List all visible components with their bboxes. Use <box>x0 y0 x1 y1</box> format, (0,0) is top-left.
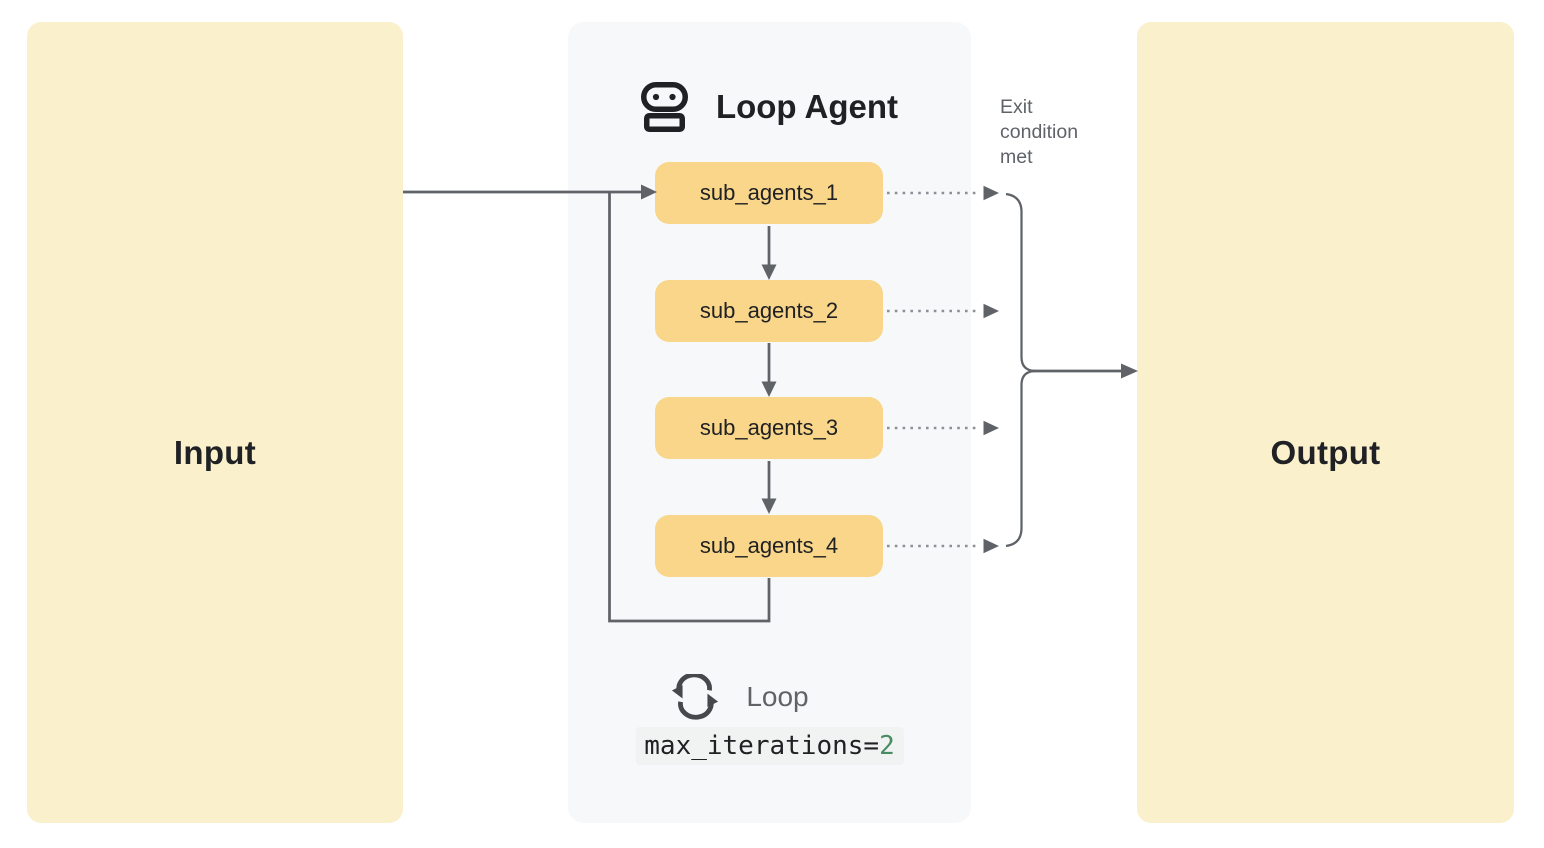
sub-agent-label-3: sub_agents_3 <box>699 415 839 440</box>
sub-agent-label-4: sub_agents_4 <box>699 533 839 558</box>
sub-agent-label-1: sub_agents_1 <box>699 180 839 205</box>
exit-arrowhead-4 <box>983 538 999 554</box>
sub-agent-box-4: sub_agents_4 <box>655 515 883 577</box>
loop-agent-title: Loop Agent <box>715 88 899 125</box>
output-box: Output <box>1137 22 1514 823</box>
code-prefix: max_iterations= <box>644 731 880 761</box>
sub-agent-label-2: sub_agents_2 <box>699 298 839 323</box>
robot-icon <box>640 82 688 132</box>
loop-indicator: Loop <box>568 674 971 720</box>
loop-agent-panel: Loop Agent sub_agents_1 sub_agents_2 sub… <box>568 22 971 823</box>
exit-arrowhead-2 <box>983 303 999 319</box>
output-arrowhead <box>1121 363 1138 379</box>
loop-agent-header: Loop Agent <box>568 82 971 132</box>
loop-label: Loop <box>746 681 809 712</box>
output-label: Output <box>1270 433 1381 471</box>
sub-agent-box-2: sub_agents_2 <box>655 280 883 342</box>
exit-arrowhead-3 <box>983 420 999 436</box>
loop-icon <box>672 674 719 720</box>
exit-condition-note: Exit condition met <box>1000 96 1079 168</box>
input-label: Input <box>173 433 257 471</box>
exit-arrowhead-1 <box>983 185 999 201</box>
input-box: Input <box>27 22 403 823</box>
code-value: 2 <box>879 731 895 761</box>
merge-bracket <box>1005 192 1036 548</box>
sub-agent-box-1: sub_agents_1 <box>655 162 883 224</box>
max-iterations-code: max_iterations=2 <box>635 727 904 765</box>
sub-agent-box-3: sub_agents_3 <box>655 397 883 459</box>
